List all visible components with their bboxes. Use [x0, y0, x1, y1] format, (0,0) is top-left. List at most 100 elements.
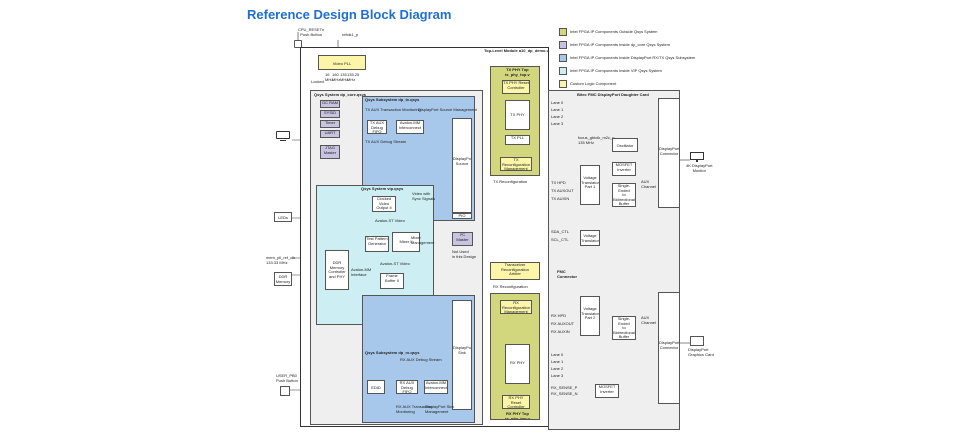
lane-label: Lane 0: [551, 100, 564, 105]
tx-signal-label: TX AUXIN: [551, 196, 570, 201]
oc-ram: OC RAM: [320, 100, 340, 108]
legend-item: Intel FPGA IP Components Outside Qsys Sy…: [559, 28, 658, 36]
leds: LEDs: [274, 212, 292, 222]
i2c-signal-label: SCL_CTL: [551, 237, 569, 242]
pio: PIO: [452, 213, 472, 219]
rx-reconfig-label: RX Reconfiguration: [493, 284, 528, 289]
legend-item: Intel FPGA IP Components Inside dp_core …: [559, 41, 670, 49]
lane-label: Lane 1: [551, 107, 564, 112]
rx-subsystem-label: Qsys Subsystem dp_rx.qsys: [365, 350, 420, 355]
uart: UART: [320, 130, 340, 138]
tx-aux-stream-label: TX AUX Debug Stream: [365, 139, 407, 144]
rx-sense-label: RX_SENSE_N: [551, 391, 578, 396]
legend-item: Intel FPGA IP Components Inside VIP Qsys…: [559, 67, 662, 75]
tx-signal-label: TX HPD: [551, 180, 566, 185]
qsys-vip-label: Qsys System vip.qsys: [361, 186, 404, 191]
qsys-core-label: Qsys System dp_core.qsys: [314, 92, 367, 97]
rx-phy: RX PHY: [505, 344, 530, 384]
refclk-label: refclk1_p: [342, 32, 359, 37]
tx-signal-label: TX AUXOUT: [551, 188, 574, 193]
computer-icon: [276, 131, 290, 141]
daughter-card-label: Bitec FMC DisplayPort Daughter Card: [577, 92, 649, 97]
lane-label: Lane 1: [551, 359, 564, 364]
tx-phy: TX PHY: [505, 100, 530, 130]
edid: EDID: [367, 380, 385, 394]
lane-label: Lane 0: [551, 352, 564, 357]
video-pll: Video PLL: [318, 55, 366, 70]
i2c-signal-label: SDA_CTL: [551, 229, 570, 234]
tx-dp-mgmt-label: DisplayPort Source Management: [418, 107, 477, 112]
top-level-label: Top-Level Module a10_dp_demo.v: [484, 48, 549, 53]
legend-item: Custom Logic Component: [559, 80, 616, 88]
timer: Timer: [320, 120, 340, 128]
lane-label: Lane 2: [551, 366, 564, 371]
tx-subsystem-label: Qsys Subsystem dp_tx.qsys: [365, 97, 420, 102]
lane-label: Lane 3: [551, 373, 564, 378]
locked-label: Locked: [311, 79, 324, 84]
lane-label: Lane 3: [551, 121, 564, 126]
oscillator: Oscillator: [612, 138, 638, 152]
monitor-icon: [690, 152, 704, 162]
rx-signal-label: RX HPD: [551, 313, 567, 318]
avalon-st-label: Avalon-ST Video: [380, 261, 410, 266]
rx-aux-stream-label: RX AUX Debug Stream: [400, 357, 442, 362]
user-push-button[interactable]: [280, 386, 290, 396]
avalon-st-label: Avalon-ST Video: [375, 218, 405, 223]
tx-reconfig-label: TX Reconfiguration: [493, 179, 528, 184]
rx-signal-label: RX AUXIN: [551, 329, 570, 334]
sysid: SYSID: [320, 110, 340, 118]
lane-label: Lane 2: [551, 114, 564, 119]
graphics-card-icon: [690, 336, 704, 346]
legend-item: Intel FPGA IP Components Inside DisplayP…: [559, 54, 695, 62]
tx-aux-mon-label: TX AUX Transaction Monitoring: [365, 107, 421, 112]
tx-pll: TX PLL: [505, 135, 530, 145]
cpu-reset-button[interactable]: [294, 40, 302, 48]
page-title: Reference Design Block Diagram: [247, 7, 452, 22]
